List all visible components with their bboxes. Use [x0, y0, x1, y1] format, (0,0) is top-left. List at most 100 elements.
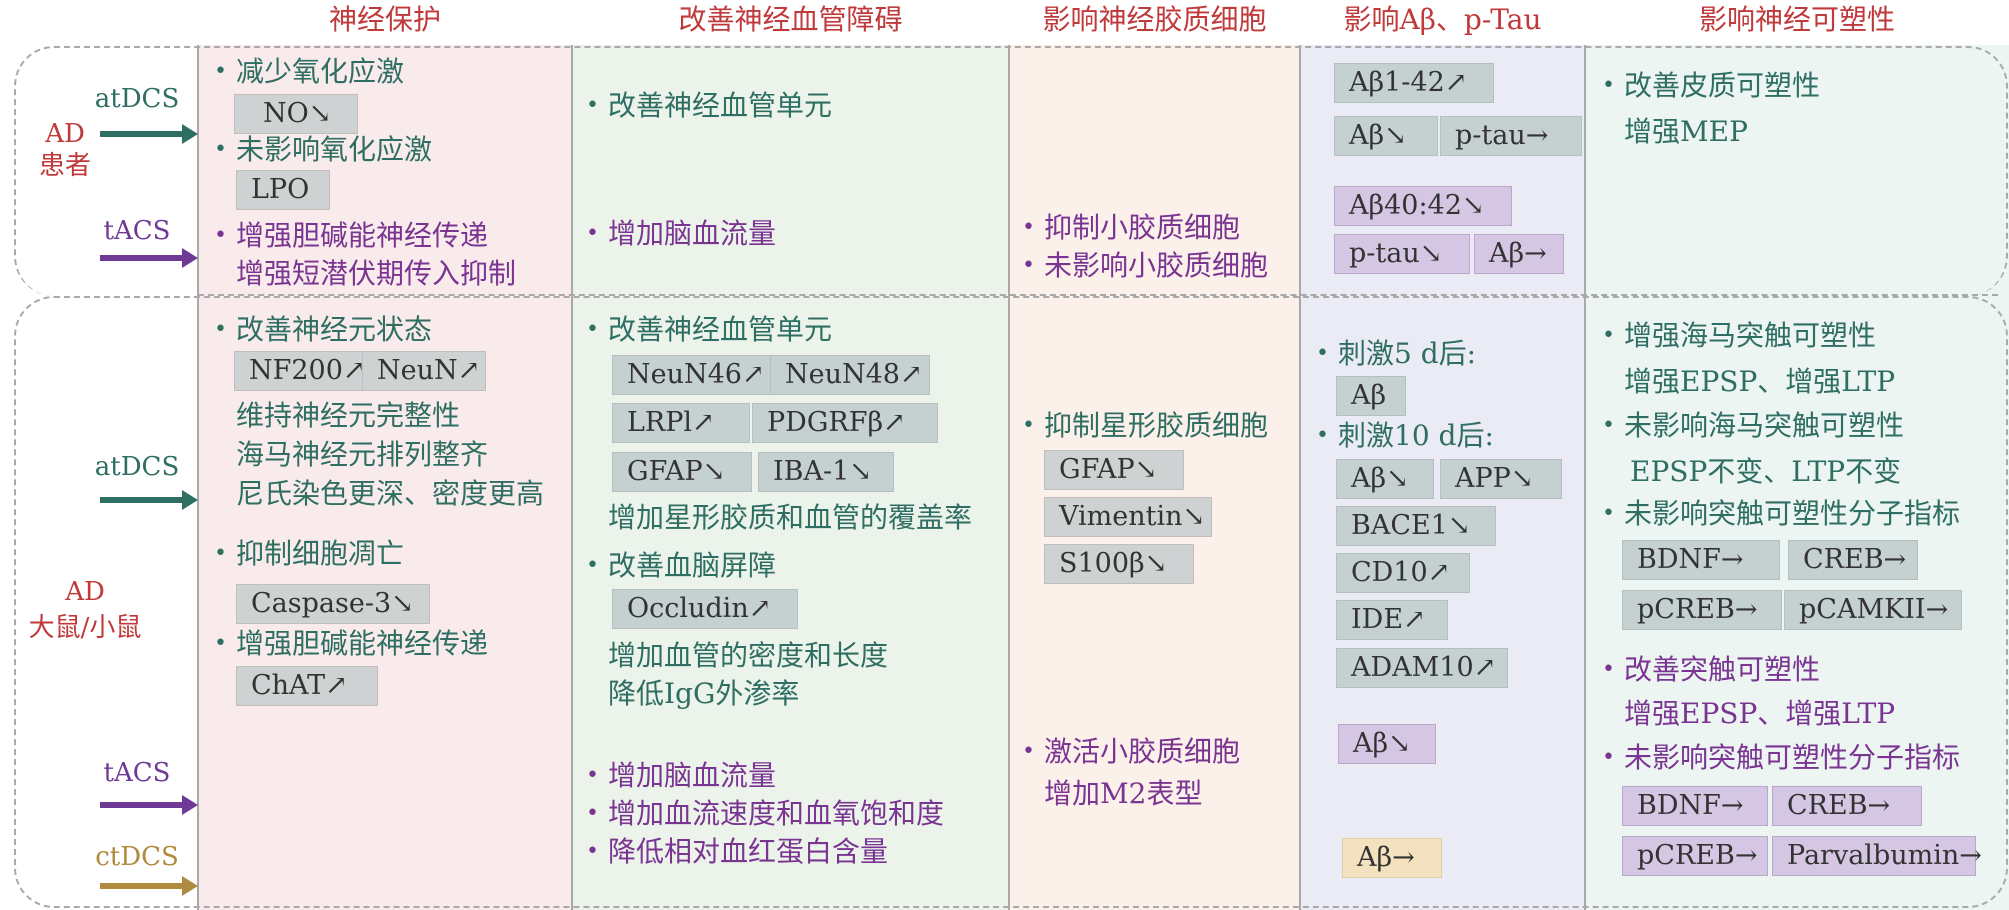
- plastic-box-pcreb: pCREB→: [1622, 590, 1782, 630]
- abeta-box-ab4042: Aβ40:42↘: [1334, 186, 1512, 226]
- row-label-rodents: AD 大鼠/小鼠: [28, 577, 142, 643]
- vascular-rodent-tacs-2: 增加血流速度和血氧饱和度: [586, 796, 944, 832]
- vascular-patient-atdcs: 改善神经血管单元: [586, 88, 832, 124]
- plastic-rodent-1-line: 增强EPSP、增强LTP: [1624, 365, 1896, 398]
- plastic-rodent-3: 未影响突触可塑性分子指标: [1602, 496, 1960, 532]
- plastic-rodent-tacs-1: 改善突触可塑性: [1602, 652, 1820, 688]
- vascular-rodent-2-line-2: 增加血管的密度和长度: [608, 639, 889, 672]
- header-neuroprotection: 神经保护: [328, 3, 441, 36]
- glia-box-s100b: S100β↘: [1044, 544, 1194, 584]
- plastic-box-pcreb-tacs: pCREB→: [1622, 836, 1768, 876]
- plastic-patient-atdcs-1: 改善皮质可塑性: [1602, 68, 1820, 104]
- abeta-box-ab-flat: Aβ→: [1474, 234, 1564, 274]
- header-vascular: 改善神经血管障碍: [678, 3, 903, 36]
- plastic-box-bdnf: BDNF→: [1622, 540, 1780, 580]
- column-divider: [571, 45, 573, 910]
- neuro-rodent-2: 抑制细胞凋亡: [214, 536, 404, 572]
- vascular-box-occludin: Occludin↗: [612, 589, 798, 629]
- abeta-box-ab: Aβ↘: [1334, 116, 1438, 156]
- stim-label-atdcs: atDCS: [94, 452, 180, 482]
- header-plasticity: 影响神经可塑性: [1698, 3, 1895, 36]
- rodents-group-frame: [14, 296, 2008, 908]
- row-label-patients: AD 患者: [38, 119, 91, 181]
- stim-label-tacs: tACS: [103, 216, 171, 246]
- atdcs-arrow-icon: [100, 490, 198, 510]
- abeta-box-ab-ctdcs: Aβ→: [1342, 838, 1442, 878]
- glia-rodent-atdcs: 抑制星形胶质细胞: [1022, 408, 1268, 444]
- neuro-patient-tacs-1: 增强胆碱能神经传递: [214, 218, 488, 254]
- neuro-box-lpo: LPO: [236, 170, 330, 210]
- glia-rodent-tacs-2: 增加M2表型: [1044, 777, 1203, 810]
- ctdcs-arrow-icon: [100, 876, 198, 896]
- plastic-box-creb-tacs: CREB→: [1772, 786, 1922, 826]
- vascular-rodent-2-line-3: 降低IgG外渗率: [608, 677, 800, 710]
- neuro-box-neun: NeuN↗: [362, 351, 486, 391]
- row-divider: [198, 294, 1998, 296]
- neuro-rodent-1-line-2: 维持神经元完整性: [236, 399, 461, 432]
- plastic-rodent-2-line: EPSP不变、LTP不变: [1630, 455, 1902, 488]
- plastic-box-creb: CREB→: [1788, 540, 1918, 580]
- stim-label-ctdcs: ctDCS: [95, 842, 179, 872]
- atdcs-arrow-icon: [100, 124, 198, 144]
- neuro-box-no: NO↘: [234, 94, 358, 134]
- abeta-rodent-2: 刺激10 d后:: [1316, 418, 1494, 454]
- column-divider: [1008, 45, 1010, 910]
- neuro-rodent-1-line-3: 海马神经元排列整齐: [236, 438, 489, 471]
- column-divider: [1299, 45, 1301, 910]
- vascular-box-pdgrfb: PDGRFβ↗: [752, 403, 938, 443]
- tacs-arrow-icon: [100, 795, 198, 815]
- header-glia: 影响神经胶质细胞: [1042, 3, 1267, 36]
- vascular-rodent-tacs-3: 降低相对血红蛋白含量: [586, 834, 888, 870]
- vascular-box-neun46: NeuN46↗: [612, 355, 772, 395]
- neuro-rodent-1: 改善神经元状态: [214, 312, 432, 348]
- glia-patient-tacs-1: 抑制小胶质细胞: [1022, 210, 1240, 246]
- plastic-patient-atdcs-2: 增强MEP: [1624, 115, 1748, 148]
- abeta-rodent-1: 刺激5 d后:: [1316, 336, 1476, 372]
- plastic-box-bdnf-tacs: BDNF→: [1622, 786, 1768, 826]
- neuro-box-caspase3: Caspase-3↘: [236, 584, 430, 624]
- abeta-box-ab142: Aβ1-42↗: [1334, 63, 1494, 103]
- column-divider: [197, 45, 199, 910]
- neuro-patient-atdcs-1: 减少氧化应激: [214, 54, 404, 90]
- neuro-box-chat: ChAT↗: [236, 666, 378, 706]
- patients-group-frame: [14, 46, 2008, 296]
- vascular-box-gfap: GFAP↘: [612, 452, 752, 492]
- abeta-box-ptau-down: p-tau↘: [1334, 234, 1470, 274]
- vascular-patient-tacs: 增加脑血流量: [586, 216, 776, 252]
- abeta-box-ab-5d: Aβ: [1336, 376, 1406, 416]
- abeta-box-ab-tacs: Aβ↘: [1338, 724, 1436, 764]
- glia-box-gfap: GFAP↘: [1044, 450, 1184, 490]
- column-divider: [1584, 45, 1586, 910]
- header-abeta-ptau: 影响Aβ、p-Tau: [1343, 3, 1542, 36]
- plastic-rodent-2: 未影响海马突触可塑性: [1602, 408, 1904, 444]
- neuro-rodent-3: 增强胆碱能神经传递: [214, 626, 488, 662]
- vascular-rodent-2: 改善血脑屏障: [586, 548, 776, 584]
- plastic-rodent-1: 增强海马突触可塑性: [1602, 318, 1876, 354]
- vascular-rodent-tacs-1: 增加脑血流量: [586, 758, 776, 794]
- vascular-box-neun48: NeuN48↗: [770, 355, 930, 395]
- vascular-box-lrpl: LRPl↗: [612, 403, 750, 443]
- vascular-rodent-1: 改善神经血管单元: [586, 312, 832, 348]
- abeta-box-ab-10d: Aβ↘: [1336, 459, 1434, 499]
- vascular-box-iba1: IBA-1↘: [758, 452, 894, 492]
- vascular-rodent-1-line: 增加星形胶质和血管的覆盖率: [608, 501, 973, 534]
- neuro-patient-tacs-2: 增强短潜伏期传入抑制: [236, 257, 517, 290]
- abeta-box-bace1: BACE1↘: [1336, 506, 1496, 546]
- abeta-box-ide: IDE↗: [1336, 600, 1448, 640]
- abeta-box-adam10: ADAM10↗: [1336, 648, 1508, 688]
- plastic-box-parvalbumin: Parvalbumin→: [1772, 836, 1982, 876]
- abeta-box-ptau: p-tau→: [1440, 116, 1582, 156]
- plastic-rodent-tacs-1-line: 增强EPSP、增强LTP: [1624, 697, 1896, 730]
- neuro-rodent-1-line-4: 尼氏染色更深、密度更高: [236, 477, 545, 510]
- glia-patient-tacs-2: 未影响小胶质细胞: [1022, 248, 1268, 284]
- glia-rodent-tacs-1: 激活小胶质细胞: [1022, 734, 1240, 770]
- stim-label-atdcs: atDCS: [94, 84, 180, 114]
- plastic-box-pcamkii: pCAMKII→: [1784, 590, 1962, 630]
- stim-label-tacs: tACS: [103, 758, 171, 788]
- abeta-box-cd10: CD10↗: [1336, 553, 1470, 593]
- tacs-arrow-icon: [100, 248, 198, 268]
- plastic-rodent-tacs-2: 未影响突触可塑性分子指标: [1602, 740, 1960, 776]
- abeta-box-app: APP↘: [1440, 459, 1562, 499]
- glia-box-vimentin: Vimentin↘: [1044, 497, 1212, 537]
- neuro-patient-atdcs-2: 未影响氧化应激: [214, 132, 432, 168]
